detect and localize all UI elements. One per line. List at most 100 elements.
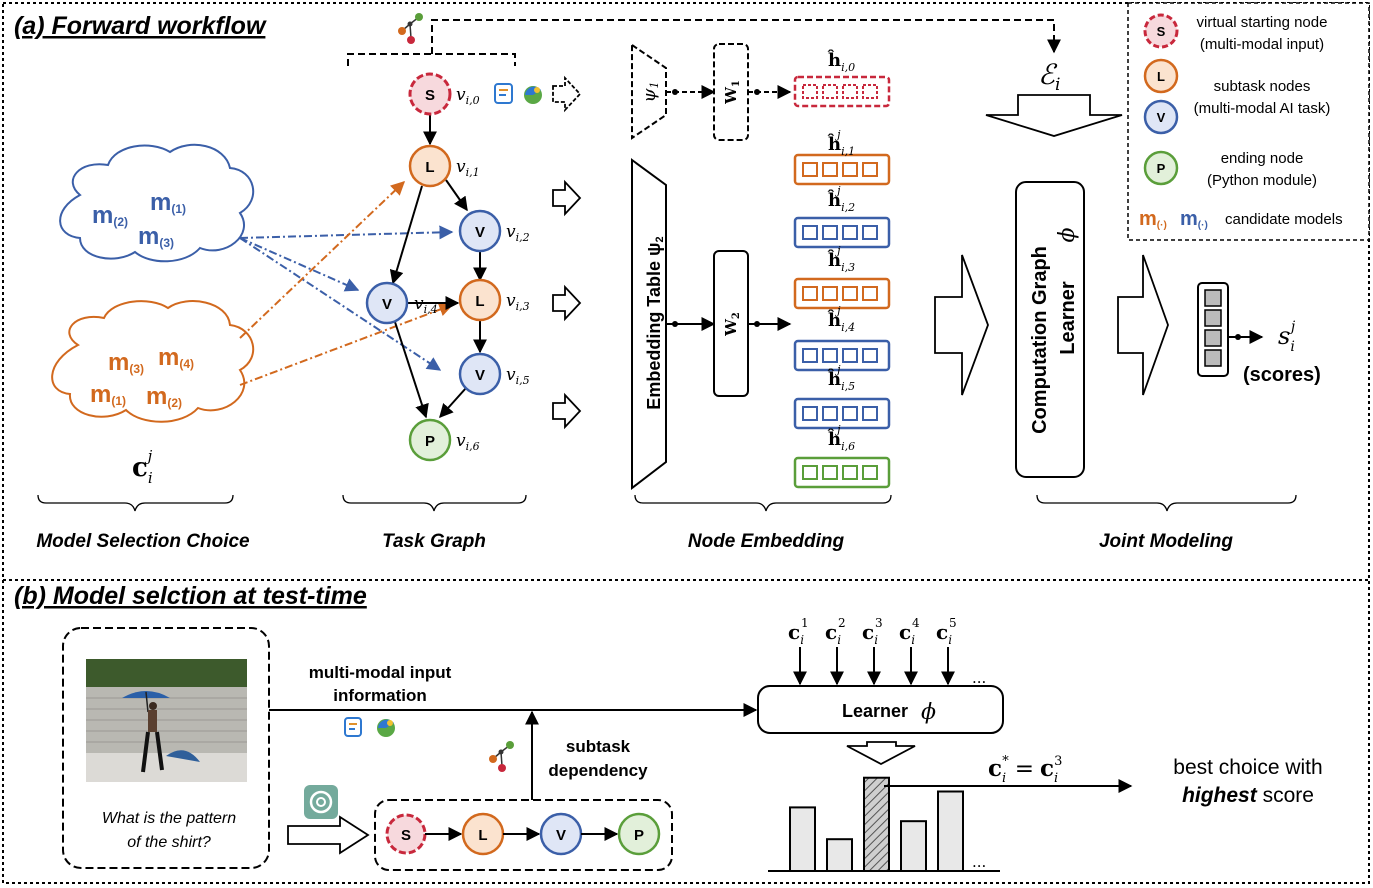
svg-text:V: V <box>1157 110 1166 125</box>
svg-text:subtask nodes: subtask nodes <box>1214 78 1311 95</box>
subtask-dependency-label: dependency <box>548 761 648 780</box>
svg-text:L: L <box>425 159 434 176</box>
svg-text:m(3): m(3) <box>138 223 174 250</box>
svg-text:ci4: ci4 <box>899 616 920 647</box>
edges-down-arrow <box>985 94 1123 137</box>
svg-text:ending node: ending node <box>1221 150 1304 167</box>
legend-item-start: S virtual starting node (multi-modal inp… <box>1143 13 1327 53</box>
candidate-choice: ci4 <box>899 616 920 686</box>
candidate-choice: ci1 <box>788 616 809 686</box>
node-l1: L vi,1 <box>408 144 480 188</box>
embedding-label: ĥi,0 <box>827 48 855 74</box>
edges-dashed-arrow <box>431 19 1061 54</box>
part-a-title: (a) Forward workflow <box>14 12 267 40</box>
embedding-vector: ĥi,3j <box>793 244 891 310</box>
svg-text:V: V <box>475 224 485 241</box>
embedding-table: Embedding Table ψ2 <box>631 158 667 491</box>
text-document-icon <box>344 717 362 737</box>
svg-text:ci1: ci1 <box>788 616 809 647</box>
svg-text:vi,0: vi,0 <box>456 85 480 107</box>
svg-text:vi,6: vi,6 <box>456 431 480 453</box>
graph-dependency-icon <box>398 13 423 44</box>
legend-item-candidates: m(·) m(·) candidate models <box>1139 208 1343 231</box>
text-document-icon <box>494 83 513 104</box>
w2-matrix: W2 <box>713 250 749 397</box>
chatgpt-hollow-arrow <box>287 815 370 855</box>
orange-model-cloud: m(3) m(4) m(1) m(2) <box>51 300 255 423</box>
input-box: What is the pattern of the shirt? <box>62 627 270 869</box>
node-start: S vi,0 <box>408 72 480 116</box>
svg-text:of the shirt?: of the shirt? <box>127 834 211 851</box>
task-graph-bracket <box>347 53 516 66</box>
svg-text:ϕ: ϕ <box>921 700 936 725</box>
svg-text:m(2): m(2) <box>146 383 182 410</box>
node-v5: V vi,5 <box>458 352 530 396</box>
hollow-arrows-small <box>552 75 582 430</box>
svg-text:vi,5: vi,5 <box>506 365 530 387</box>
task-graph-nodes: S vi,0 L vi,1 V vi,2 L vi,3 V vi,4 V vi,… <box>365 72 530 462</box>
section-label-model-selection: Model Selection Choice <box>36 531 250 552</box>
embedding-label: ĥi,5j <box>827 363 855 393</box>
legend-item-ending: P ending node (Python module) <box>1143 150 1317 189</box>
legend: S virtual starting node (multi-modal inp… <box>1127 2 1370 241</box>
svg-text:S: S <box>401 827 411 844</box>
best-choice-equation: ci*=ci3 <box>988 754 1062 786</box>
node-p6: P vi,6 <box>408 418 480 462</box>
svg-text:Computation Graph: Computation Graph <box>1029 246 1051 434</box>
candidate-choice: ci3 <box>862 616 883 686</box>
legend-item-subtask: L V subtask nodes (multi-modal AI task) <box>1143 58 1330 135</box>
hollow-arrows-large <box>934 254 1169 396</box>
choice-label: cij <box>132 447 153 487</box>
embedding-vector: ĥi,6j <box>793 423 891 489</box>
svg-text:V: V <box>475 367 485 384</box>
svg-text:L: L <box>475 293 484 310</box>
task-graph-edges <box>389 113 487 419</box>
svg-text:S: S <box>425 87 435 104</box>
learner-box: Learner ϕ <box>757 685 1004 734</box>
input-info-label: multi-modal input <box>309 663 452 682</box>
bars-ellipsis: ... <box>972 853 986 871</box>
score-bar <box>863 776 890 872</box>
svg-text:candidate models: candidate models <box>1225 211 1343 228</box>
svg-text:W2: W2 <box>722 312 742 337</box>
score-bar <box>900 820 927 872</box>
graph-dependency-icon <box>489 741 514 772</box>
svg-text:P: P <box>425 433 435 450</box>
svg-text:ψ1: ψ1 <box>639 81 661 102</box>
computation-graph-learner: Computation Graph Learner ϕ <box>1015 181 1085 478</box>
embedding-label: ĥi,2j <box>827 184 855 214</box>
image-icon <box>377 719 395 737</box>
node-l3: L vi,3 <box>458 278 530 322</box>
svg-text:m(2): m(2) <box>92 202 128 229</box>
embedding-vector: ĥi,2j <box>793 184 891 249</box>
best-choice-text: highest score <box>1182 784 1314 807</box>
junction-dot <box>754 321 760 327</box>
svg-text:ci3: ci3 <box>862 616 883 647</box>
junction-dot <box>754 89 760 95</box>
part-b-title: (b) Model selction at test-time <box>14 582 367 610</box>
svg-text:m(4): m(4) <box>158 344 194 371</box>
embedding-vector: ĥi,0 <box>793 48 891 108</box>
w1-matrix: W1 <box>713 43 749 141</box>
svg-text:V: V <box>382 296 392 313</box>
svg-text:W1: W1 <box>722 80 742 105</box>
svg-text:Learner: Learner <box>842 701 908 721</box>
blue-model-cloud: m(2) m(1) m(3) <box>59 143 255 263</box>
junction-dot <box>1235 334 1241 340</box>
score-bar-chart <box>789 776 964 873</box>
candidate-choice: ci2 <box>825 616 846 686</box>
embedding-vector: ĥi,5j <box>793 363 891 430</box>
photo-woman-with-umbrella <box>86 659 247 782</box>
embedding-label: ĥi,4j <box>827 304 855 334</box>
embedding-vector: ĥi,1j <box>793 128 891 186</box>
svg-text:S: S <box>1157 24 1166 39</box>
svg-text:vi,2: vi,2 <box>506 222 530 244</box>
input-info-label: information <box>333 686 427 705</box>
svg-text:V: V <box>556 827 566 844</box>
svg-text:Learner: Learner <box>1057 281 1079 355</box>
image-icon <box>524 86 542 104</box>
score-vector <box>1197 282 1229 377</box>
